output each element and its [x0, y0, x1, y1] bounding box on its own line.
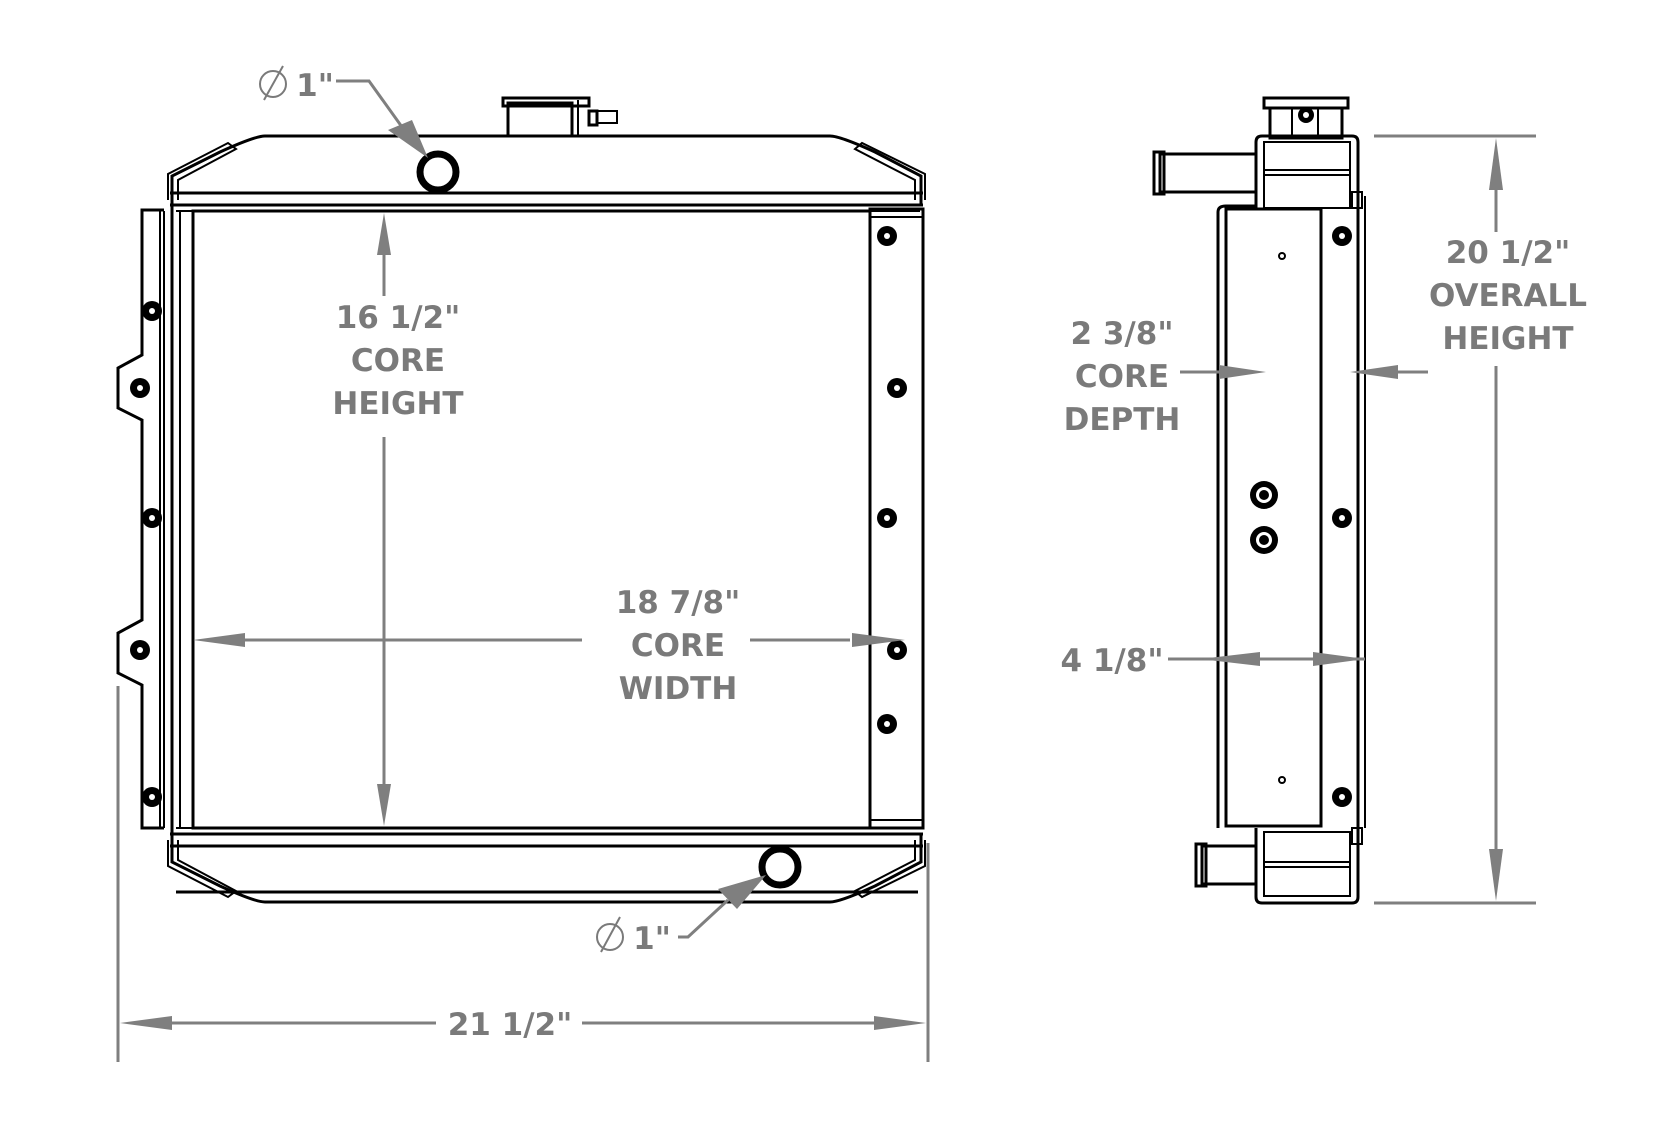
inlet-size: 1" — [296, 68, 334, 104]
filler-neck — [501, 96, 618, 138]
outlet-size: 1" — [633, 921, 671, 957]
side-lower-hose — [1194, 842, 1258, 888]
side-view: 2 3/8" CORE DEPTH 4 1/8" 20 1/2" OVERALL… — [1061, 96, 1587, 905]
overall-width-dimension: 21 1/2" — [116, 686, 930, 1062]
side-bottom-tank — [1254, 827, 1363, 905]
bottom-tank — [167, 827, 926, 904]
radiator-core — [163, 205, 872, 834]
side-top-tank — [1254, 134, 1363, 209]
core-width-value: 18 7/8" — [616, 585, 741, 621]
overall-depth-value: 4 1/8" — [1061, 643, 1164, 679]
overall-width-value: 21 1/2" — [448, 1007, 573, 1043]
side-upper-hose — [1152, 150, 1258, 196]
overall-height-label-1: OVERALL — [1429, 278, 1587, 314]
core-depth-label-2: DEPTH — [1064, 402, 1181, 438]
outlet-port — [758, 845, 802, 889]
inlet-port — [416, 150, 460, 194]
side-filler-cap — [1262, 96, 1350, 140]
core-width-label-2: WIDTH — [619, 671, 738, 707]
core-width-dimension: 18 7/8" CORE WIDTH — [193, 585, 905, 707]
core-depth-label-1: CORE — [1075, 359, 1169, 395]
core-depth-dimension: 2 3/8" CORE DEPTH — [1064, 316, 1428, 438]
overall-height-dimension: 20 1/2" OVERALL HEIGHT — [1374, 134, 1587, 905]
front-view: 1" 1" 16 1/2" CORE HEIGHT — [116, 65, 930, 1062]
core-height-value: 16 1/2" — [336, 300, 461, 336]
core-height-dimension: 16 1/2" CORE HEIGHT — [332, 213, 464, 826]
overall-depth-dimension: 4 1/8" — [1061, 643, 1365, 679]
side-core — [1216, 196, 1366, 828]
overall-height-label-2: HEIGHT — [1442, 321, 1573, 357]
outlet-callout: 1" — [596, 875, 766, 957]
inlet-callout: 1" — [259, 65, 428, 158]
diameter-icon — [259, 65, 287, 101]
overall-height-value: 20 1/2" — [1446, 235, 1571, 271]
core-depth-value: 2 3/8" — [1071, 316, 1174, 352]
left-mounting-bracket — [116, 208, 164, 830]
right-mounting-bracket — [868, 207, 925, 830]
core-height-label-2: HEIGHT — [332, 386, 463, 422]
core-width-label-1: CORE — [631, 628, 725, 664]
diameter-icon — [596, 916, 624, 953]
top-tank — [167, 134, 926, 212]
core-height-label-1: CORE — [351, 343, 445, 379]
